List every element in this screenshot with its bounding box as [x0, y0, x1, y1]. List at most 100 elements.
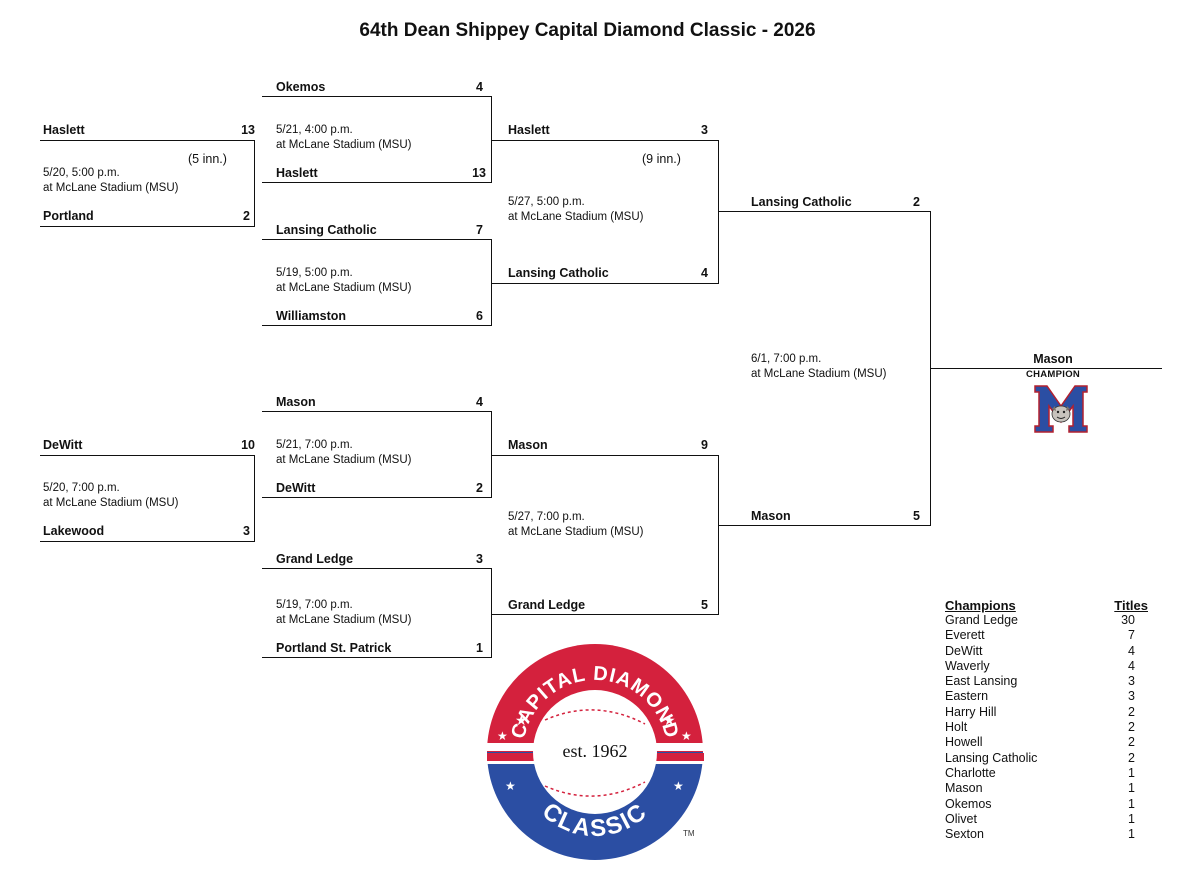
game-venue: at McLane Stadium (MSU)	[43, 182, 179, 194]
bracket-line	[719, 211, 931, 212]
team-name: Haslett	[276, 166, 318, 180]
game-venue: at McLane Stadium (MSU)	[43, 497, 179, 509]
bracket-line	[718, 455, 719, 615]
champion-titles: 1	[1128, 765, 1135, 780]
game-date: 5/21, 4:00 p.m.	[276, 124, 353, 136]
champion-titles: 1	[1128, 827, 1135, 842]
team-score: 7	[476, 223, 483, 237]
team-name: Haslett	[508, 123, 550, 137]
champion-titles: 2	[1128, 720, 1135, 735]
champion-titles: 1	[1128, 811, 1135, 826]
champion-team: DeWitt	[945, 643, 983, 658]
team-name: Lansing Catholic	[276, 223, 377, 237]
bracket-line	[491, 96, 492, 183]
champion-label: CHAMPION	[1025, 369, 1081, 380]
game-venue: at McLane Stadium (MSU)	[508, 211, 644, 223]
game-date: 6/1, 7:00 p.m.	[751, 353, 822, 365]
team-score: 3	[243, 524, 250, 538]
team-name: Lakewood	[43, 524, 105, 538]
bracket-line	[262, 497, 492, 498]
innings-note: (5 inn.)	[188, 152, 227, 166]
champion-titles: 7	[1128, 628, 1135, 643]
champion-titles: 1	[1128, 781, 1135, 796]
trademark-mark: TM	[683, 829, 695, 838]
champions-header: Champions	[945, 598, 1016, 613]
team-score: 4	[476, 80, 483, 94]
bracket-line	[262, 657, 492, 658]
star-icon: ★	[673, 779, 684, 793]
team-score: 2	[243, 209, 250, 223]
champion-team: Eastern	[945, 689, 989, 704]
innings-note: (9 inn.)	[642, 152, 681, 166]
team-name: Mason	[508, 438, 548, 452]
team-score: 13	[241, 123, 255, 137]
bracket-line	[40, 455, 255, 456]
team-score: 3	[476, 552, 483, 566]
team-name: Haslett	[43, 123, 85, 137]
bracket-line	[254, 140, 255, 227]
champion-team: Sexton	[945, 827, 984, 842]
champion-team: Olivet	[945, 811, 977, 826]
titles-header: Titles	[1114, 598, 1148, 613]
game-date: 5/27, 5:00 p.m.	[508, 196, 585, 208]
champion-team: Harry Hill	[945, 704, 997, 719]
game-date: 5/20, 7:00 p.m.	[43, 482, 120, 494]
team-name: Portland St. Patrick	[276, 641, 392, 655]
game-date: 5/19, 5:00 p.m.	[276, 267, 353, 279]
table-row: Olivet 1	[945, 812, 1135, 827]
champion-team: Grand Ledge	[945, 613, 1018, 627]
game-venue: at McLane Stadium (MSU)	[276, 139, 412, 151]
mason-bulldog-logo	[1034, 385, 1088, 433]
bracket-line	[719, 525, 931, 526]
capital-diamond-classic-logo: CAPITAL DIAMOND CLASSIC est. 1962 TM ★ ★…	[487, 644, 704, 860]
team-score: 5	[701, 598, 708, 612]
champion-titles: 30	[1121, 613, 1135, 627]
team-score: 6	[476, 309, 483, 323]
team-score: 13	[472, 166, 486, 180]
star-icon: ★	[515, 713, 528, 729]
star-icon: ★	[663, 713, 676, 729]
team-name: Grand Ledge	[276, 552, 354, 566]
game-date: 5/19, 7:00 p.m.	[276, 599, 353, 611]
bracket-line	[262, 239, 492, 240]
team-name: Mason	[751, 509, 791, 523]
bracket-line	[930, 211, 931, 526]
bracket-line	[492, 283, 719, 284]
team-score: 4	[476, 395, 483, 409]
team-name: Okemos	[276, 80, 326, 94]
bracket-line	[492, 455, 719, 456]
team-score: 3	[701, 123, 708, 137]
team-name: Mason	[276, 395, 316, 409]
team-name: Lansing Catholic	[751, 195, 852, 209]
champion-team: Okemos	[945, 796, 992, 811]
game-venue: at McLane Stadium (MSU)	[276, 454, 412, 466]
table-row: DeWitt 4	[945, 644, 1135, 659]
team-name: DeWitt	[276, 481, 316, 495]
champion-team: Lansing Catholic	[945, 750, 1038, 765]
team-score: 5	[913, 509, 920, 523]
champion-team: East Lansing	[945, 674, 1018, 689]
star-icon: ★	[681, 729, 692, 743]
bracket-line	[931, 368, 1162, 369]
champion-titles: 2	[1128, 735, 1135, 750]
champion-titles: 1	[1128, 796, 1135, 811]
star-icon: ★	[497, 729, 508, 743]
bracket-line	[491, 411, 492, 498]
game-venue: at McLane Stadium (MSU)	[751, 368, 887, 380]
star-icon: ★	[505, 779, 516, 793]
logo-est-text: est. 1962	[563, 741, 628, 761]
champion-titles: 3	[1128, 674, 1135, 689]
champion-titles: 2	[1128, 704, 1135, 719]
bracket-line	[491, 568, 492, 658]
champion-name: Mason	[1033, 352, 1073, 366]
champion-titles: 4	[1128, 643, 1135, 658]
team-name: DeWitt	[43, 438, 83, 452]
team-score: 10	[241, 438, 255, 452]
game-date: 5/20, 5:00 p.m.	[43, 167, 120, 179]
champion-titles: 4	[1128, 658, 1135, 673]
champion-team: Charlotte	[945, 765, 996, 780]
